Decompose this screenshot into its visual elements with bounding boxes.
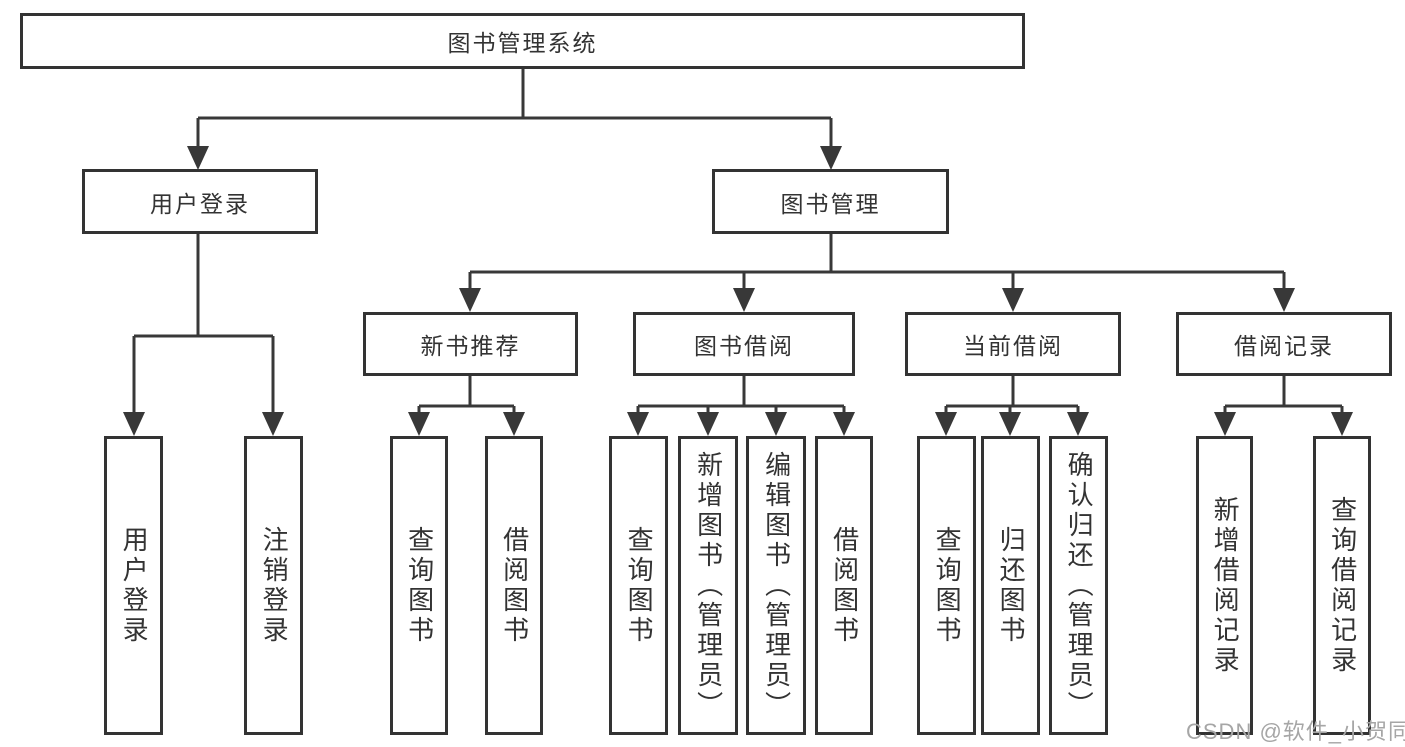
connector-new-book-to-leaves <box>408 376 525 436</box>
leaf-borrow-books-newrec: 借阅图书 <box>485 436 543 735</box>
leaf-logout-login-label: 注销登录 <box>259 525 290 646</box>
leaf-return-books-label: 归还图书 <box>996 525 1027 646</box>
leaf-query-books-borrow-label: 查询图书 <box>624 525 655 646</box>
leaf-borrow-books-newrec-label: 借阅图书 <box>499 525 530 646</box>
node-root-system: 图书管理系统 <box>20 13 1025 69</box>
connector-borrow-record-to-leaves <box>1214 376 1353 436</box>
leaf-query-books-borrow: 查询图书 <box>609 436 668 735</box>
leaf-query-books-newrec: 查询图书 <box>390 436 448 735</box>
leaf-edit-books-admin-label: 编辑图书（管理员） <box>761 450 792 721</box>
leaf-confirm-return-admin-label: 确认归还（管理员） <box>1064 450 1095 721</box>
node-new-book-recommend: 新书推荐 <box>363 312 578 376</box>
leaf-logout-login: 注销登录 <box>244 436 303 735</box>
connector-user-login-to-leaves <box>123 234 284 436</box>
leaf-add-borrow-record: 新增借阅记录 <box>1196 436 1253 735</box>
leaf-query-borrow-record: 查询借阅记录 <box>1313 436 1371 735</box>
leaf-query-books-current-label: 查询图书 <box>932 525 963 646</box>
leaf-add-books-admin-label: 新增图书（管理员） <box>693 450 724 721</box>
leaf-user-login-label: 用户登录 <box>119 525 150 646</box>
leaf-confirm-return-admin: 确认归还（管理员） <box>1049 436 1108 735</box>
leaf-user-login: 用户登录 <box>104 436 163 735</box>
connector-book-mgmt-to-level3 <box>459 234 1295 312</box>
csdn-watermark: CSDN @软件_小贺同学 <box>1186 719 1405 744</box>
node-current-borrow: 当前借阅 <box>905 312 1121 376</box>
node-book-management: 图书管理 <box>712 169 949 234</box>
node-borrow-record: 借阅记录 <box>1176 312 1392 376</box>
leaf-add-books-admin: 新增图书（管理员） <box>678 436 738 735</box>
node-user-login: 用户登录 <box>82 169 318 234</box>
leaf-return-books: 归还图书 <box>981 436 1040 735</box>
leaf-edit-books-admin: 编辑图书（管理员） <box>746 436 806 735</box>
connector-book-borrow-to-leaves <box>627 376 855 436</box>
node-book-borrow: 图书借阅 <box>633 312 855 376</box>
leaf-query-books-current: 查询图书 <box>917 436 976 735</box>
leaf-query-borrow-record-label: 查询借阅记录 <box>1327 495 1358 676</box>
connector-root-to-level2 <box>187 68 842 170</box>
leaf-query-books-newrec-label: 查询图书 <box>404 525 435 646</box>
leaf-borrow-books-label: 借阅图书 <box>829 525 860 646</box>
connector-current-borrow-to-leaves <box>935 376 1089 436</box>
leaf-add-borrow-record-label: 新增借阅记录 <box>1210 495 1241 676</box>
leaf-borrow-books: 借阅图书 <box>815 436 873 735</box>
